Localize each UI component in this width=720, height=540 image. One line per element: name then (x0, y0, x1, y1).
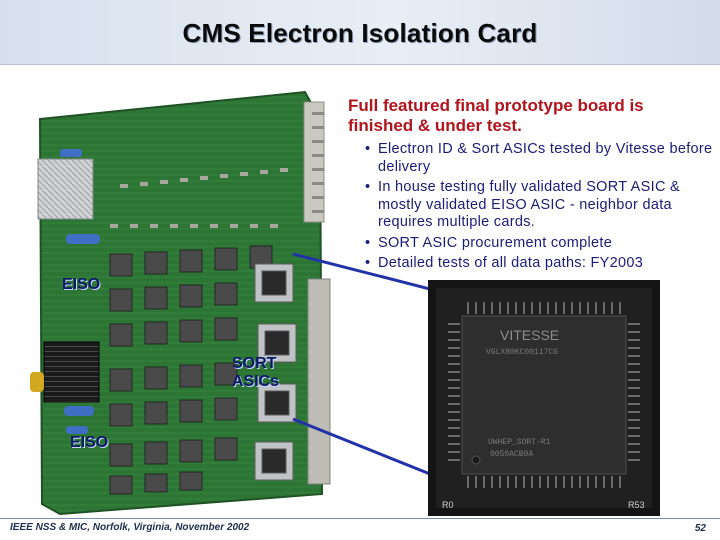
bullet-item: SORT ASIC procurement complete (365, 235, 715, 253)
footer-divider (0, 518, 720, 519)
chip-lot: 0050ACB0A (490, 450, 533, 459)
ref-label-left: R0 (442, 500, 454, 510)
chip-brand: VITESSE (500, 327, 559, 343)
ref-label-right: R53 (628, 500, 645, 510)
bullet-item: Electron ID & Sort ASICs tested by Vites… (365, 141, 715, 176)
lead-statement: Full featured final prototype board is f… (348, 96, 644, 135)
page-number: 52 (694, 523, 706, 534)
slide-title: CMS Electron Isolation Card (182, 18, 538, 48)
eiso-label-top: EISO (62, 276, 101, 293)
bullet-item: In house testing fully validated SORT AS… (365, 179, 715, 232)
footer-text: IEEE NSS & MIC, Norfolk, Virginia, Novem… (10, 522, 250, 533)
chip-part: UWHEP_SORT-R1 (488, 438, 551, 447)
title-bar: CMS Electron Isolation Card (0, 0, 720, 65)
bullet-list: Electron ID & Sort ASICs tested by Vites… (365, 141, 715, 276)
eiso-label-bottom: EISO (70, 434, 109, 451)
pin1-marker (471, 455, 481, 465)
bullet-item: Detailed tests of all data paths: FY2003 (365, 255, 715, 273)
sort-asics-label: SORT ASICs (232, 355, 280, 390)
pcb-board-photo (30, 90, 430, 516)
chip-code: VGLX80KC00117CG (486, 348, 558, 357)
sort-asic-closeup-photo: VITESSE VGLX80KC00117CG UWHEP_SORT-R1 00… (428, 280, 660, 516)
